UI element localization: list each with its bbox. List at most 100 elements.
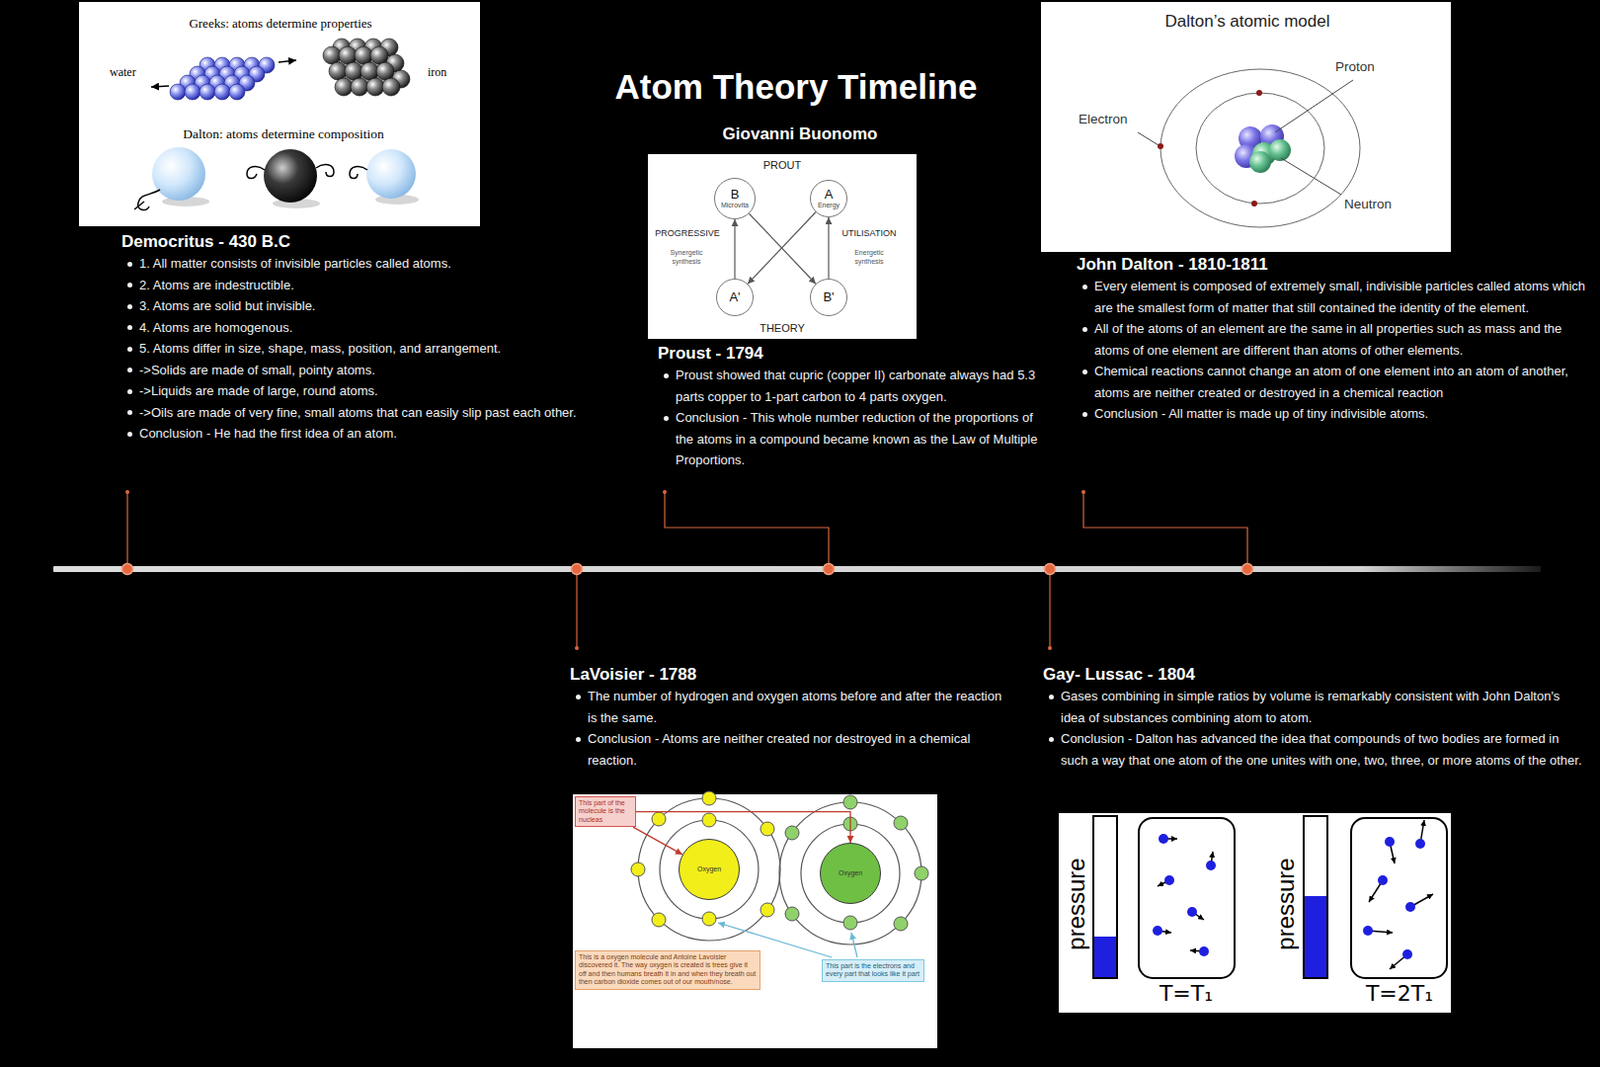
iron-atom	[366, 78, 385, 96]
connector-arrow	[747, 212, 816, 284]
leader-line	[1048, 568, 1050, 648]
event-block: John Dalton - 1810-1811Every element is …	[1076, 253, 1589, 425]
circle-letter: B'	[822, 290, 834, 305]
electron-dot	[893, 916, 908, 931]
iron-atom	[338, 46, 357, 65]
bond-hook	[134, 201, 145, 210]
substance-label: iron	[427, 65, 468, 80]
event-bullet: 4. Atoms are homogenous.	[121, 317, 596, 339]
event-heading: Gay- Lussac - 1804	[1042, 663, 1585, 686]
axis-label: pressure	[1061, 834, 1092, 973]
electron-dot	[760, 821, 775, 836]
gas-molecule	[1158, 833, 1169, 844]
event-bullet: Every element is composed of extremely s…	[1076, 275, 1589, 319]
event-bullet: Conclusion - He had the first idea of an…	[121, 422, 596, 445]
event-bullet: ->Oils are made of very fine, small atom…	[121, 401, 596, 424]
electron-dot	[785, 825, 800, 840]
title: Atom Theory Timeline	[549, 65, 1043, 109]
orbit	[1160, 69, 1360, 228]
electron-dot	[843, 915, 858, 930]
event-bullet: 3. Atoms are solid but invisible.	[121, 295, 596, 318]
leader-line	[126, 491, 128, 569]
temperature-label: T=T₁	[1131, 980, 1241, 1006]
iron-atom	[334, 78, 353, 96]
orbit	[638, 798, 922, 945]
figure-caption: Dalton: atoms determine composition	[135, 126, 432, 143]
nucleus-label: Oxygen	[838, 869, 863, 878]
panel-title: THEORY	[759, 321, 805, 335]
iron-atom	[370, 46, 389, 65]
electron-dot	[760, 902, 775, 917]
part-label: Neutron	[1344, 196, 1414, 212]
water-atom	[229, 83, 245, 100]
gas-molecule	[1199, 946, 1209, 957]
event-bullet: Conclusion - Dalton has advanced the ide…	[1042, 727, 1585, 771]
gas-molecule	[1402, 949, 1413, 960]
theory-circle: AEnergy	[809, 179, 848, 218]
leader-line	[664, 491, 829, 569]
event-bullet: Chemical reactions cannot change an atom…	[1076, 360, 1589, 403]
timeline-dot	[122, 563, 134, 575]
side-note: Energetic synthesis	[844, 248, 894, 266]
water-atom	[214, 83, 231, 100]
callout-text: This is a oxygen molecule and Antoine La…	[578, 953, 757, 987]
flow-arrow	[278, 60, 297, 63]
electron-dot	[702, 911, 717, 926]
circle-caption: Microvita	[720, 201, 749, 210]
label-leader	[1137, 132, 1159, 146]
leader-line	[1083, 491, 1248, 569]
pressure-gauge	[1093, 815, 1328, 978]
electron-dot	[914, 866, 929, 880]
pressure-gauge	[1304, 895, 1327, 977]
event-heading: Proust - 1794	[657, 342, 1053, 365]
electron-dot	[843, 795, 858, 809]
gas-container	[1138, 817, 1235, 978]
event-block: Gay- Lussac - 1804Gases combining in sim…	[1042, 663, 1585, 771]
panel-title: PROUT	[763, 159, 802, 172]
electron-dot	[651, 811, 666, 826]
water-atom	[169, 57, 275, 100]
theory-circle: B'	[809, 278, 848, 317]
electron-dot	[631, 862, 645, 877]
leader-end-dot	[662, 489, 667, 494]
callout-box: This is a oxygen molecule and Antoine La…	[574, 950, 761, 990]
bond-hook	[246, 166, 265, 179]
connector-group	[633, 212, 851, 855]
theory-circle: BMicrovita	[714, 177, 756, 220]
nucleus-label: Oxygen	[697, 865, 721, 874]
water-atom	[184, 83, 201, 100]
greek-dalton-illustration	[79, 1, 480, 227]
oxygen-illustration	[572, 791, 938, 1048]
event-bullet: Proust showed that cupric (copper II) ca…	[657, 364, 1053, 407]
theory-illustration	[647, 154, 917, 339]
bond-hook	[316, 164, 334, 177]
circle-letter: B	[730, 187, 740, 202]
gas-molecule	[1362, 925, 1373, 936]
pressure-gauge	[1303, 815, 1328, 978]
iron-atom	[322, 46, 341, 65]
event-bullet: 2. Atoms are indestructible.	[121, 274, 596, 297]
event-heading: Democritus - 430 B.C	[121, 231, 596, 253]
event-bullet: Conclusion - This whole number reduction…	[657, 406, 1053, 472]
connector-arrow	[748, 213, 815, 284]
event-heading: John Dalton - 1810-1811	[1076, 253, 1589, 276]
bond-hook	[134, 164, 368, 211]
flow-arrow	[151, 60, 297, 87]
oxygen-illustration	[572, 794, 938, 1048]
theory-illustration	[647, 154, 917, 339]
dalton-sphere	[152, 147, 206, 201]
gas-molecule	[1405, 901, 1416, 912]
electron-dot	[702, 812, 717, 827]
gas-molecule	[1384, 836, 1395, 847]
axis-label: pressure	[1271, 834, 1301, 973]
iron-atom	[328, 62, 347, 80]
water-atom	[169, 83, 186, 100]
event-block: Proust - 1794Proust showed that cupric (…	[657, 342, 1053, 472]
electron-dot	[1157, 143, 1164, 150]
orbit	[638, 798, 781, 941]
electron-dot	[1251, 200, 1258, 207]
callout-text: This part is the electrons and every par…	[825, 961, 921, 979]
electron-dot	[1256, 89, 1263, 96]
